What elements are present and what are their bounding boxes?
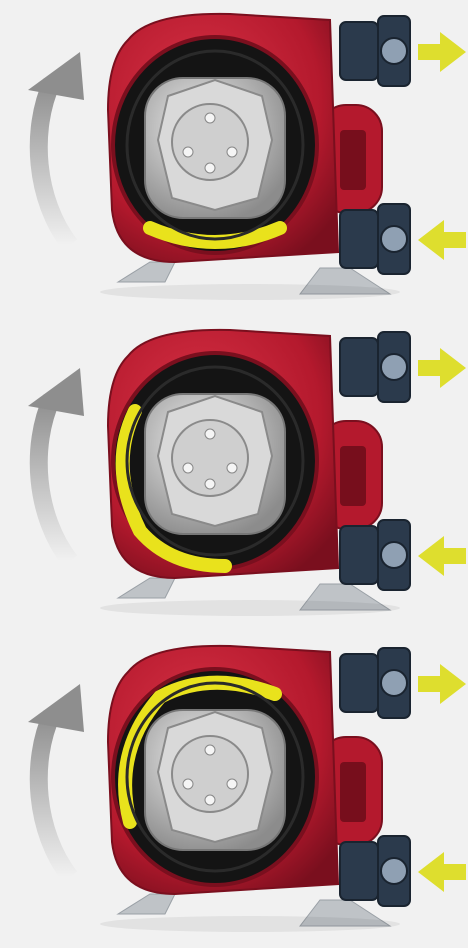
curved-arrow-up-icon <box>28 368 84 416</box>
arrow-left-icon <box>418 536 466 576</box>
motor-terminal-box <box>340 762 366 822</box>
motor-terminal-box <box>340 446 366 506</box>
pump-foot-left <box>118 262 175 282</box>
pump-graphic-1 <box>0 0 468 316</box>
rotation-arrow-shaft <box>39 398 70 561</box>
hub-bolt-4 <box>205 795 215 805</box>
pump-shadow <box>100 600 400 616</box>
outlet-flange-body <box>340 654 378 712</box>
hub-bolt-3 <box>227 779 237 789</box>
pump-stage-1 <box>0 0 468 316</box>
pump-stage-2 <box>0 316 468 632</box>
inlet-flange-port <box>381 226 407 252</box>
hub-bolt-2 <box>183 463 193 473</box>
inlet-flange-port <box>381 542 407 568</box>
inlet-flange-body <box>340 526 378 584</box>
rotation-arrow-shaft <box>39 82 70 245</box>
hub-bolt-1 <box>205 745 215 755</box>
hub-bolt-3 <box>227 147 237 157</box>
curved-arrow-up-icon <box>28 52 84 100</box>
outlet-flange-port <box>381 670 407 696</box>
hub-bolt-4 <box>205 163 215 173</box>
hub-bolt-1 <box>205 113 215 123</box>
pump-stage-3 <box>0 632 468 948</box>
outlet-flange-body <box>340 338 378 396</box>
pump-shadow <box>100 284 400 300</box>
pump-foot-left <box>118 894 175 914</box>
pump-foot-left <box>118 578 175 598</box>
arrow-right-icon <box>418 348 466 388</box>
inlet-flange-body <box>340 842 378 900</box>
hub-bolt-1 <box>205 429 215 439</box>
outlet-flange-port <box>381 354 407 380</box>
arrow-left-icon <box>418 220 466 260</box>
inlet-flange-body <box>340 210 378 268</box>
inlet-flange-port <box>381 858 407 884</box>
hub-bolt-3 <box>227 463 237 473</box>
arrow-right-icon <box>418 32 466 72</box>
hub-bolt-2 <box>183 147 193 157</box>
outlet-flange-port <box>381 38 407 64</box>
hub-bolt-4 <box>205 479 215 489</box>
rotation-arrow-shaft <box>39 714 70 877</box>
pump-shadow <box>100 916 400 932</box>
pump-graphic-3 <box>0 632 468 948</box>
arrow-left-icon <box>418 852 466 892</box>
motor-terminal-box <box>340 130 366 190</box>
curved-arrow-up-icon <box>28 684 84 732</box>
arrow-right-icon <box>418 664 466 704</box>
hub-bolt-2 <box>183 779 193 789</box>
pump-graphic-2 <box>0 316 468 632</box>
outlet-flange-body <box>340 22 378 80</box>
